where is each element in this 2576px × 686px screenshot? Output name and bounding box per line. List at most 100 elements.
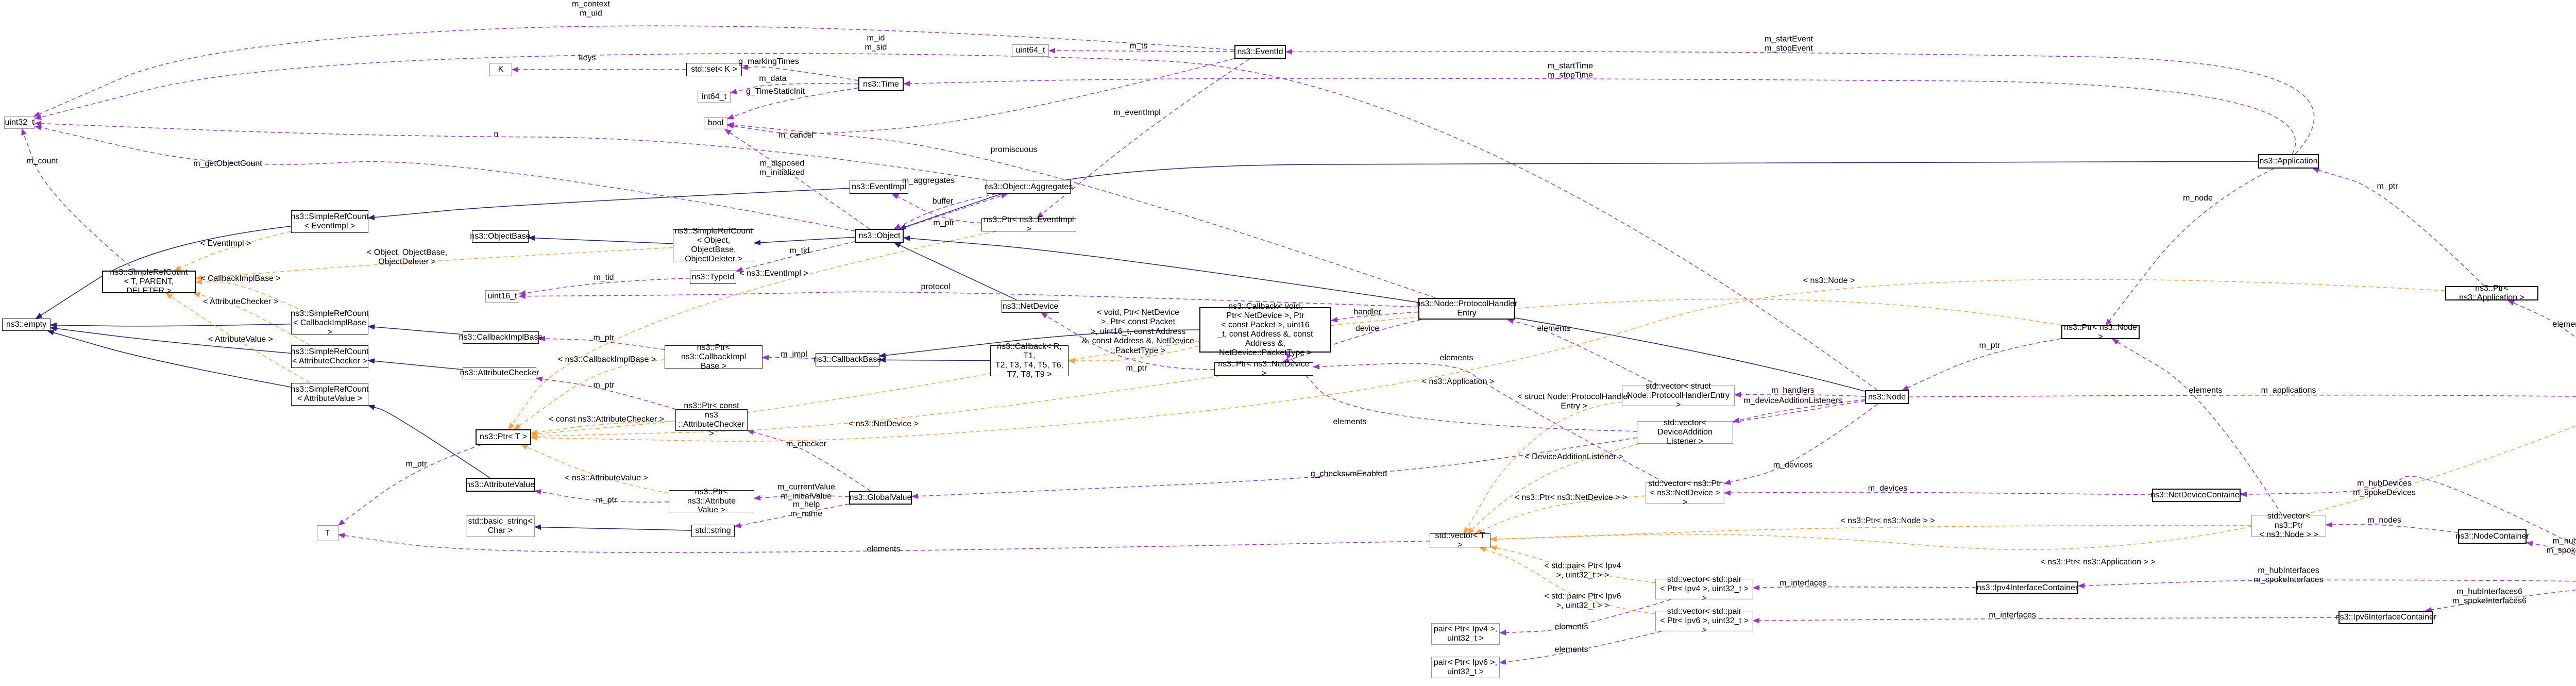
edge-vecDAL-to-cbvoid xyxy=(1285,352,1637,432)
class-node-empty[interactable]: ns3::empty xyxy=(2,319,50,331)
class-node-ipv6ic[interactable]: ns3::Ipv6InterfaceContainer xyxy=(2335,611,2436,624)
edge-cbvoid-to-cbgen xyxy=(1067,345,1200,364)
class-node-ptrAV[interactable]: ns3::Ptr< ns3::Attribute Value > xyxy=(669,488,754,514)
edge-srcEvent-to-srcTPD xyxy=(174,231,292,271)
class-node-uint32[interactable]: uint32_t xyxy=(4,116,35,129)
class-node-ptrNode[interactable]: ns3::Ptr< ns3::Node > xyxy=(2061,323,2140,341)
edge-time-to-bool xyxy=(726,87,859,120)
class-node-cbbase[interactable]: ns3::CallbackBase xyxy=(814,353,882,366)
class-node-srcAV[interactable]: ns3::SimpleRefCount < AttributeValue > xyxy=(291,383,369,406)
class-node-vecPairV4[interactable]: std::vector< std::pair < Ptr< Ipv4 >, ui… xyxy=(1655,575,1753,603)
class-node-ptrApp[interactable]: ns3::Ptr< ns3::Application > xyxy=(2445,284,2538,302)
edge-srcObj-to-srcTPD xyxy=(195,247,673,281)
edge-srcAV-to-empty xyxy=(47,330,292,388)
class-node-eventimpl[interactable]: ns3::EventImpl xyxy=(850,180,908,194)
class-node-ptrND[interactable]: ns3::Ptr< ns3::NetDevice > xyxy=(1214,360,1313,378)
edge-vecPairV6-to-pairV6 xyxy=(1499,631,1662,665)
class-node-eventid[interactable]: ns3::EventId xyxy=(1234,45,1286,59)
class-node-ipv4ic[interactable]: ns3::Ipv4InterfaceContainer xyxy=(1976,581,2078,594)
class-node-srcAC[interactable]: ns3::SimpleRefCount < AttributeChecker > xyxy=(291,345,369,368)
class-node-uint16[interactable]: uint16_t xyxy=(485,290,519,303)
class-node-aggregates[interactable]: ns3::Object::Aggregates xyxy=(985,180,1073,194)
class-node-pairV6[interactable]: pair< Ptr< Ipv6 >, uint32_t > xyxy=(1431,657,1500,678)
edge-eventid-to-uint32 xyxy=(33,25,1235,117)
edge-ptrCIB-to-cib xyxy=(538,336,665,350)
edge-object-to-typeid xyxy=(735,241,856,273)
class-node-object[interactable]: ns3::Object xyxy=(855,229,904,243)
class-node-vecPairV6[interactable]: std::vector< std::pair < Ptr< Ipv6 >, ui… xyxy=(1655,607,1753,634)
class-node-K[interactable]: K xyxy=(489,63,512,76)
edge-srcAC-to-empty xyxy=(49,326,292,354)
class-node-vecND[interactable]: std::vector< ns3::Ptr < ns3::NetDevice >… xyxy=(1646,479,1724,507)
edge-object-to-srcObj xyxy=(753,237,856,246)
class-node-srcTPD[interactable]: ns3::SimpleRefCount < T, PARENT, DELETER… xyxy=(102,268,196,295)
class-node-attrvalue[interactable]: ns3::AttributeValue xyxy=(466,478,535,492)
edge-ptrApp-to-ptrT xyxy=(530,279,2446,442)
edge-globalvalue-to-stdstring xyxy=(734,504,850,528)
class-node-int64[interactable]: int64_t xyxy=(698,91,731,103)
class-node-vecPHE[interactable]: std::vector< struct Node::ProtocolHandle… xyxy=(1622,382,1735,409)
edge-vecPairV6-to-vectorT xyxy=(1479,547,1656,615)
class-node-T[interactable]: T xyxy=(317,525,338,541)
class-node-srcCIB[interactable]: ns3::SimpleRefCount < CallbackImplBase > xyxy=(291,309,369,337)
edge-time-to-setK xyxy=(741,64,859,81)
class-node-ac[interactable]: ns3::AttributeChecker xyxy=(460,367,539,379)
class-node-objectbase[interactable]: ns3::ObjectBase xyxy=(470,230,531,243)
class-node-vecNode[interactable]: std::vector< ns3::Ptr < ns3::Node > > xyxy=(2251,512,2326,539)
class-node-stdstring[interactable]: std::string xyxy=(691,525,735,537)
edge-node-to-vecPHE xyxy=(1734,392,1866,398)
class-node-ptrEventImpl[interactable]: ns3::Ptr< ns3::EventImpl > xyxy=(981,215,1076,233)
edge-vecDAL-to-vectorT xyxy=(1467,443,1640,534)
class-node-cib[interactable]: ns3::CallbackImplBase xyxy=(459,331,543,344)
class-node-uint64[interactable]: uint64_t xyxy=(1012,44,1049,57)
class-node-basicstring[interactable]: std::basic_string< Char > xyxy=(466,515,535,537)
class-node-vectorT[interactable]: std::vector< T > xyxy=(1430,531,1490,549)
edge-eventid-to-uint64 xyxy=(1048,47,1235,54)
class-node-ndc[interactable]: ns3::NetDeviceContainer xyxy=(2150,489,2242,502)
class-node-node[interactable]: ns3::Node xyxy=(1865,390,1909,404)
edge-cib-to-srcCIB xyxy=(367,324,463,335)
edge-nodecontainer-to-vecNode xyxy=(2325,522,2459,533)
class-node-application[interactable]: ns3::Application xyxy=(2258,154,2319,169)
class-node-netdevice[interactable]: ns3::NetDevice xyxy=(1002,300,1059,313)
class-node-nodecontainer[interactable]: ns3::NodeContainer xyxy=(2455,529,2529,544)
edge-srcAV-to-srcTPD xyxy=(165,293,311,383)
class-node-bool[interactable]: bool xyxy=(704,117,727,129)
class-node-phe[interactable]: ns3::Node::ProtocolHandler Entry xyxy=(1416,298,1517,320)
edge-vecPHE-to-phe xyxy=(1506,318,1658,386)
class-node-time[interactable]: ns3::Time xyxy=(858,77,904,91)
class-node-ptrCAC[interactable]: ns3::Ptr< const ns3 ::AttributeChecker > xyxy=(675,401,748,438)
edge-ptrT-to-T xyxy=(337,444,482,526)
edge-application-to-ptrNode xyxy=(2105,168,2275,326)
class-node-cbgen[interactable]: ns3::Callback< R, T1, T2, T3, T4, T5, T6… xyxy=(990,342,1069,379)
edge-p2pstar-to-ipv4ic xyxy=(2077,579,2576,589)
class-node-ptrT[interactable]: ns3::Ptr< T > xyxy=(476,429,531,445)
edge-vecPHE-to-vectorT xyxy=(1464,401,1622,534)
edge-node-to-object xyxy=(903,236,1866,392)
edge-time-to-int64 xyxy=(730,83,859,94)
class-node-pairV4[interactable]: pair< Ptr< Ipv4 >, uint32_t > xyxy=(1431,623,1500,645)
edge-application-to-object xyxy=(899,161,2259,230)
class-node-srcEvent[interactable]: ns3::SimpleRefCount < EventImpl > xyxy=(291,210,369,233)
class-node-cbvoid[interactable]: ns3::Callback< void, Ptr< NetDevice >, P… xyxy=(1199,302,1331,357)
class-node-srcObj[interactable]: ns3::SimpleRefCount < Object, ObjectBase… xyxy=(673,227,754,263)
edge-ptrND-to-netdevice xyxy=(1040,312,1215,370)
class-node-vecDAL[interactable]: std::vector< DeviceAddition Listener > xyxy=(1637,419,1733,446)
edge-vecNode-to-vectorT xyxy=(1489,525,2252,542)
edge-p2pstar-to-nodecontainer xyxy=(2526,541,2576,556)
edge-ptrCIB-to-ptrT xyxy=(513,359,665,430)
edge-phe-to-uint16 xyxy=(518,291,1419,308)
edge-cbbase-to-ptrCIB xyxy=(761,355,816,361)
class-node-ptrCIB[interactable]: ns3::Ptr< ns3::CallbackImpl Base > xyxy=(665,343,762,371)
class-node-globalvalue[interactable]: ns3::GlobalValue xyxy=(849,491,912,505)
class-node-typeid[interactable]: ns3::TypeId xyxy=(690,271,736,284)
edge-vecPairV4-to-pairV4 xyxy=(1499,599,1671,635)
edge-node-to-vecApp xyxy=(1908,394,2576,397)
edge-ptrND-to-ptrT xyxy=(530,375,1221,439)
class-node-setK[interactable]: std::set< K > xyxy=(686,63,742,76)
edge-vecNode-to-ptrNode xyxy=(2111,339,2282,515)
edge-ipv4ic-to-vecPairV4 xyxy=(1752,584,1977,591)
edge-typeid-to-uint16 xyxy=(518,277,690,296)
